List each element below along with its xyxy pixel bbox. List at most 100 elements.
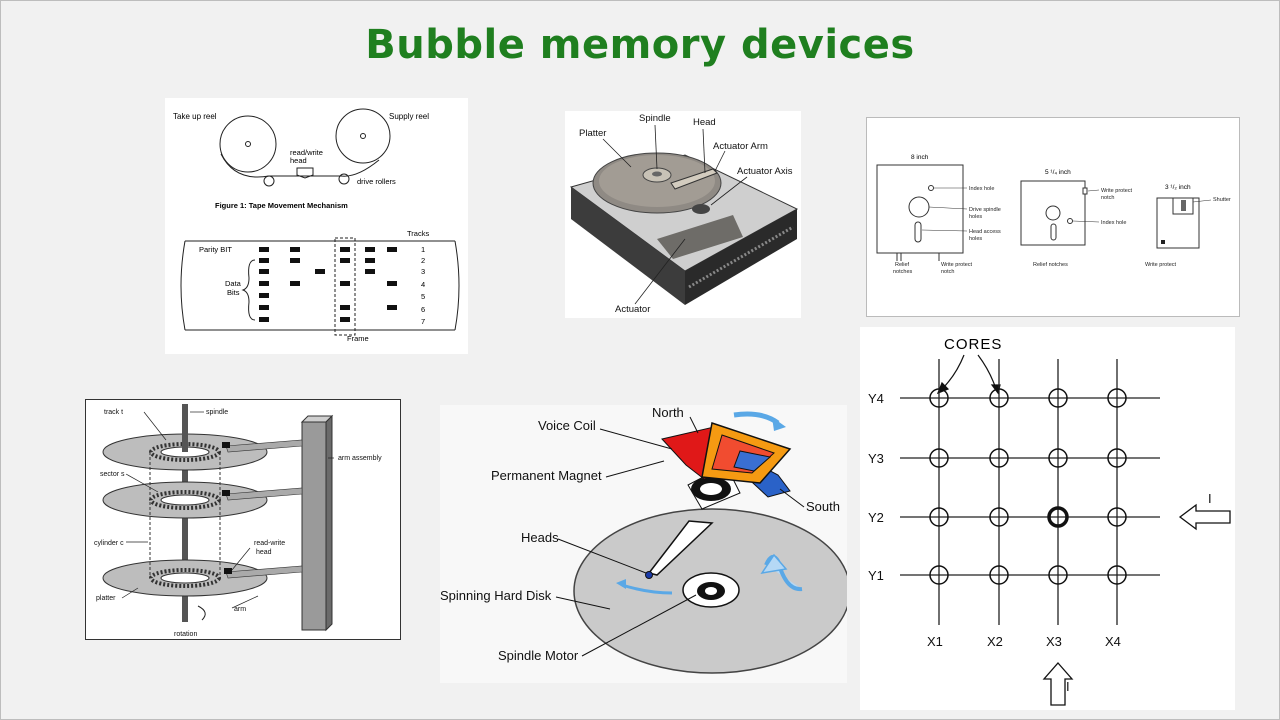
head-arm bbox=[647, 520, 714, 576]
floppy-diagram: 8 inch Index hole Drive spindle holes He… bbox=[876, 154, 1231, 275]
stack-label-rw-1: read-write bbox=[254, 540, 285, 547]
tape-label-drive-rollers: drive rollers bbox=[357, 177, 396, 186]
floppy-5-label: notch bbox=[1101, 195, 1114, 201]
tape-label-take-up-reel: Take up reel bbox=[173, 112, 217, 121]
drive-roller-right bbox=[338, 173, 350, 185]
disk-drive-panel: Voice Coil North Permanent Magnet South … bbox=[440, 405, 847, 683]
floppy-panel: 8 inch Index hole Drive spindle holes He… bbox=[866, 117, 1240, 317]
rotation-arrow bbox=[197, 605, 206, 621]
drive-label-spinning-disk: Spinning Hard Disk bbox=[440, 588, 552, 603]
row-label: Y3 bbox=[868, 451, 884, 466]
take-up-reel-hub bbox=[245, 141, 251, 147]
frame-box bbox=[334, 237, 356, 336]
drive-label-heads: Heads bbox=[521, 530, 559, 545]
floppy-8-label: Index hole bbox=[969, 186, 994, 192]
track-number: 5 bbox=[421, 292, 425, 301]
hdd-connector bbox=[688, 225, 794, 289]
hdd-label-head: Head bbox=[693, 117, 716, 128]
track-number: 4 bbox=[421, 280, 425, 289]
floppy-5-label: Relief notches bbox=[1033, 262, 1068, 268]
stack-label-cylinder: cylinder c bbox=[94, 540, 124, 547]
floppy-3-write-protect bbox=[1161, 240, 1165, 244]
take-up-reel bbox=[219, 115, 277, 173]
floppy-8-label: notches bbox=[893, 269, 913, 275]
floppy-5-index-hole bbox=[1067, 218, 1073, 224]
floppy-8-spindle bbox=[908, 196, 930, 218]
tape-label-rw-1: read/write bbox=[290, 148, 323, 157]
stack-label-sector: sector s bbox=[100, 471, 125, 478]
drive-label-south: South bbox=[806, 499, 840, 514]
core-grid bbox=[929, 388, 1127, 585]
arm-motion-arrow bbox=[733, 411, 780, 426]
floppy-5-label: Index hole bbox=[1101, 220, 1126, 226]
track-number: 1 bbox=[421, 245, 425, 254]
supply-reel bbox=[335, 108, 391, 164]
floppy-size-3: 3 ¹/₂ inch bbox=[1165, 184, 1191, 191]
col-label: X1 bbox=[927, 634, 943, 649]
drive-leader-lines bbox=[555, 416, 805, 657]
selected-core bbox=[1047, 506, 1069, 528]
drive-label-north: North bbox=[652, 405, 684, 420]
core-matrix-diagram: CORES Y4 Y3 Y2 Y1 X1 X2 X3 X4 I bbox=[868, 336, 1231, 706]
tape-diagram-panel: Take up reel Supply reel read/write head… bbox=[165, 98, 468, 354]
floppy-8-inch bbox=[876, 164, 964, 254]
read-write-head bbox=[296, 167, 314, 179]
drive-label-spindle-motor: Spindle Motor bbox=[498, 648, 579, 663]
cores-arrows bbox=[936, 354, 1001, 395]
track-number: 6 bbox=[421, 305, 425, 314]
floppy-8-label: notch bbox=[941, 269, 954, 275]
floppy-5-inch bbox=[1020, 180, 1086, 246]
floppy-3-label: Shutter bbox=[1213, 197, 1231, 203]
disk-stack-diagram: track t spindle sector s cylinder c read… bbox=[94, 404, 382, 638]
data-bits-brace bbox=[241, 259, 256, 321]
hdd-spindle-center bbox=[652, 171, 662, 177]
stack-label-arm: arm bbox=[234, 606, 246, 613]
disk-stack-panel: track t spindle sector s cylinder c read… bbox=[85, 399, 401, 640]
floppy-8-label: Drive spindle bbox=[969, 207, 1001, 213]
hard-drive-panel: Platter Spindle Head Actuator Arm Actuat… bbox=[565, 111, 801, 318]
tape-label-supply-reel: Supply reel bbox=[389, 112, 429, 121]
floppy-8-label: Relief bbox=[895, 262, 910, 268]
parity-bit-label: Parity BIT bbox=[199, 245, 232, 254]
disk-drive-diagram: Voice Coil North Permanent Magnet South … bbox=[440, 405, 847, 674]
stack-label-rotation: rotation bbox=[174, 631, 197, 638]
stack-label-arm-assembly: arm assembly bbox=[338, 455, 382, 462]
y-current-arrow bbox=[1178, 503, 1231, 531]
hdd-leader-lines bbox=[602, 124, 748, 305]
drive-label-permanent-magnet: Permanent Magnet bbox=[491, 468, 602, 483]
floppy-8-label: holes bbox=[969, 214, 982, 220]
track-number: 7 bbox=[421, 317, 425, 326]
floppy-size-5: 5 ¹/₄ inch bbox=[1045, 169, 1071, 176]
tracks-label: Tracks bbox=[407, 229, 429, 238]
stack-label-track: track t bbox=[104, 409, 123, 416]
voice-coil-inner bbox=[733, 450, 772, 472]
rotation-arrow-left bbox=[621, 583, 673, 595]
tape-label-rw-2: head bbox=[290, 156, 307, 165]
frame-label: Frame bbox=[347, 334, 369, 343]
floppy-5-spindle bbox=[1045, 205, 1061, 221]
stack-label-platter: platter bbox=[96, 595, 116, 602]
floppy-5-write-protect bbox=[1082, 187, 1088, 195]
stack-leader-lines bbox=[121, 411, 334, 609]
data-bits-label-2: Bits bbox=[227, 288, 240, 297]
drive-roller-left bbox=[263, 175, 275, 187]
floppy-8-index-hole bbox=[928, 185, 934, 191]
floppy-3-label: Write protect bbox=[1145, 262, 1177, 268]
matrix-lines bbox=[900, 359, 1160, 625]
data-bits-label-1: Data bbox=[225, 279, 242, 288]
hdd-actuator-arm bbox=[670, 168, 718, 190]
tape-diagram: Take up reel Supply reel read/write head… bbox=[173, 108, 460, 343]
row-label: Y2 bbox=[868, 510, 884, 525]
tape-figure-caption: Figure 1: Tape Movement Mechanism bbox=[215, 201, 348, 210]
floppy-size-8: 8 inch bbox=[911, 154, 929, 161]
floppy-5-label: Write protect bbox=[1101, 188, 1133, 194]
core-matrix-panel: CORES Y4 Y3 Y2 Y1 X1 X2 X3 X4 I bbox=[860, 327, 1235, 710]
tape-left-edge bbox=[180, 240, 186, 331]
track-number: 3 bbox=[421, 267, 425, 276]
cores-label: CORES bbox=[944, 336, 1002, 353]
col-label: X4 bbox=[1105, 634, 1121, 649]
hdd-label-actuator: Actuator bbox=[615, 304, 650, 315]
hdd-label-spindle: Spindle bbox=[639, 113, 671, 124]
current-label-x: I bbox=[1066, 679, 1070, 694]
stack-label-spindle: spindle bbox=[206, 409, 228, 416]
